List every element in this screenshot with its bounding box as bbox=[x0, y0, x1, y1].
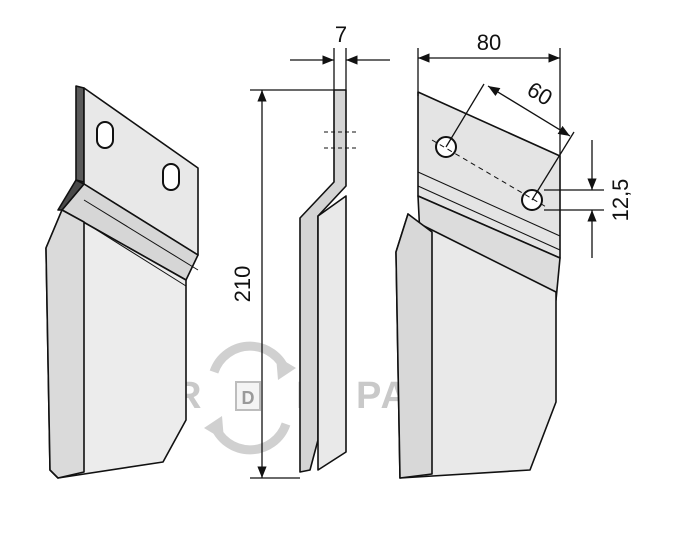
blade-perspective-view bbox=[45, 85, 199, 479]
hole-spacing-dimension-line bbox=[487, 85, 571, 137]
mounting-hole-icon bbox=[162, 163, 180, 191]
bend-line bbox=[417, 185, 561, 251]
arrow-head-icon bbox=[204, 416, 224, 440]
hole-spacing-label: 60 bbox=[523, 77, 557, 111]
width-label: 80 bbox=[477, 30, 501, 55]
blade-front-view bbox=[395, 91, 561, 479]
side-profile-face bbox=[317, 195, 347, 471]
mounting-hole-icon bbox=[96, 121, 114, 149]
blade-edge-bevel bbox=[45, 209, 85, 479]
dimension-lines bbox=[250, 48, 604, 479]
hole-diameter-label: 12,5 bbox=[608, 179, 633, 222]
thickness-label: 7 bbox=[335, 22, 347, 47]
side-profile bbox=[299, 89, 347, 473]
bend-line bbox=[83, 199, 199, 271]
blade-side-view bbox=[299, 89, 356, 473]
front-blade-bevel bbox=[395, 213, 433, 479]
ext-line bbox=[445, 83, 485, 148]
arrow-head-icon bbox=[276, 356, 296, 380]
height-label: 210 bbox=[230, 266, 255, 303]
bend-line bbox=[417, 171, 561, 237]
watermark-letter-d: D bbox=[242, 388, 255, 408]
bend-line bbox=[83, 221, 187, 287]
hole-centerline bbox=[431, 139, 549, 209]
ext-line bbox=[531, 131, 575, 201]
watermark-d-box bbox=[235, 381, 261, 411]
blade-plate-edge bbox=[75, 85, 85, 183]
